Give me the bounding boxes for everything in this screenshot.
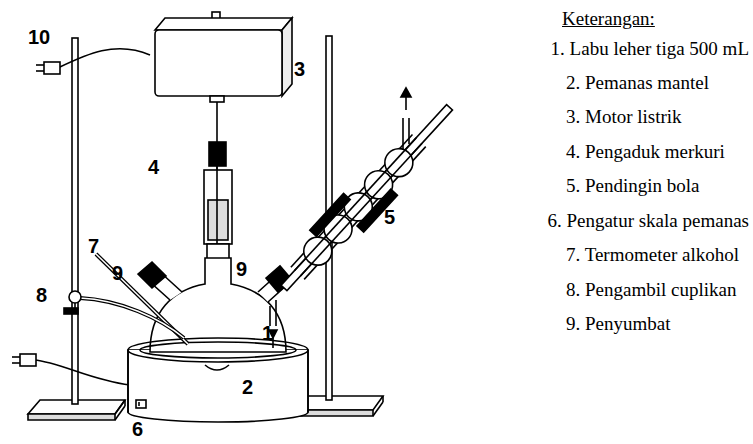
legend-item: 4. Pengaduk merkuri: [566, 141, 725, 163]
legend-item: 7. Termometer alkohol: [566, 244, 739, 266]
callout-number: 1: [262, 322, 273, 344]
callout-number: 2: [242, 376, 253, 398]
legend-item: 9. Penyumbat: [566, 313, 671, 335]
callout-number: 7: [88, 235, 99, 257]
callout-number: 9: [236, 258, 247, 280]
legend-item: 3. Motor listrik: [566, 106, 682, 128]
legend-item: 1. Labu leher tiga 500 mL: [551, 38, 749, 60]
callout-number: 8: [36, 284, 47, 306]
legend-item: 8. Pengambil cuplikan: [566, 279, 736, 301]
legend-item: 2. Pemanas mantel: [566, 72, 709, 94]
callout-number: 6: [132, 418, 143, 440]
callout-number: 10: [28, 26, 50, 48]
callout-number: 4: [148, 156, 159, 178]
callout-number: 9: [112, 262, 123, 284]
callout-number: 3: [294, 58, 305, 80]
legend-heading: Keterangan:: [562, 8, 655, 30]
legend-item: 5. Pendingin bola: [566, 175, 700, 197]
legend-item: 6. Pengatur skala pemanas: [547, 210, 749, 232]
callout-number: 5: [384, 206, 395, 228]
